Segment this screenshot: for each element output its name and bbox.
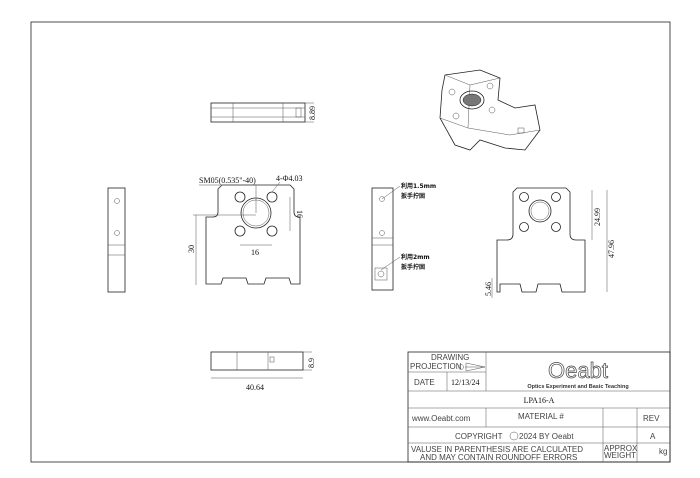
note-screw-1b: 扳手拧固 bbox=[401, 192, 425, 200]
dim-top-thickness: 8.89 bbox=[308, 106, 317, 120]
projection-label: PROJECTION bbox=[410, 362, 462, 371]
dim-bottom-width: 40.64 bbox=[246, 383, 264, 392]
logo: Oeabt bbox=[548, 358, 608, 383]
copyright-icon bbox=[509, 431, 519, 441]
top-view: 8.89 bbox=[210, 102, 317, 123]
drawing-frame bbox=[30, 21, 671, 463]
date-label: DATE bbox=[414, 378, 435, 387]
note-screw-2b: 扳手拧固 bbox=[401, 263, 425, 271]
drawing-part-number: LPA16-A bbox=[524, 396, 555, 405]
approx-weight-label-2: WEIGHT bbox=[604, 451, 636, 460]
dim-bottom-thickness: 8.9 bbox=[307, 358, 316, 368]
dim-hole-spacing-v: 16 bbox=[295, 210, 304, 218]
logo-tagline: Optics Experiment and Basic Teaching bbox=[527, 384, 628, 390]
dim-total-height: 47.96 bbox=[607, 240, 616, 258]
title-block: DRAWING PROJECTION DATE 12/13/24 Oeabt O… bbox=[407, 351, 671, 463]
dim-center-height: 30 bbox=[187, 245, 196, 253]
isometric-view bbox=[439, 69, 541, 151]
note-line-2: AND MAY CONTAIN ROUNDOFF ERRORS bbox=[420, 453, 577, 462]
material-label: MATERIAL # bbox=[518, 412, 564, 421]
approx-weight-label: APPROX bbox=[604, 444, 638, 453]
dim-holes: 4-Φ4.03 bbox=[276, 174, 303, 183]
right-front-view: 24.99 47.96 5.46 bbox=[484, 187, 616, 298]
bottom-view: 40.64 8.9 bbox=[210, 351, 316, 392]
note-screw-1: 利用1.5mm bbox=[400, 182, 436, 190]
note-screw-2: 利用2mm bbox=[400, 253, 430, 261]
front-view: SM05(0.535"-40) 4-Φ4.03 16 16 30 bbox=[187, 174, 304, 285]
copyright-year: 2024 BY Oeabt bbox=[519, 432, 574, 441]
drawing-label: DRAWING bbox=[431, 353, 469, 362]
dim-plate-height: 24.99 bbox=[593, 208, 602, 226]
dim-thread: SM05(0.535"-40) bbox=[199, 176, 256, 185]
website-link[interactable]: www.Oeabt.com bbox=[411, 414, 471, 423]
rev-label: REV bbox=[643, 414, 660, 423]
middle-side-view: 利用1.5mm 扳手拧固 利用2mm 扳手拧固 bbox=[371, 182, 436, 291]
copyright: COPYRIGHT bbox=[455, 432, 503, 441]
weight-unit: kg bbox=[659, 447, 667, 456]
left-side-view bbox=[107, 187, 126, 293]
dim-hole-spacing-h: 16 bbox=[251, 248, 259, 257]
date-value: 12/13/24 bbox=[451, 378, 479, 387]
rev-value: A bbox=[650, 432, 656, 441]
projection-symbol-icon bbox=[458, 362, 486, 372]
note-line-1: VALUSE IN PARENTHESIS ARE CALCULATED bbox=[411, 445, 583, 454]
dim-foot-height: 5.46 bbox=[484, 282, 493, 296]
